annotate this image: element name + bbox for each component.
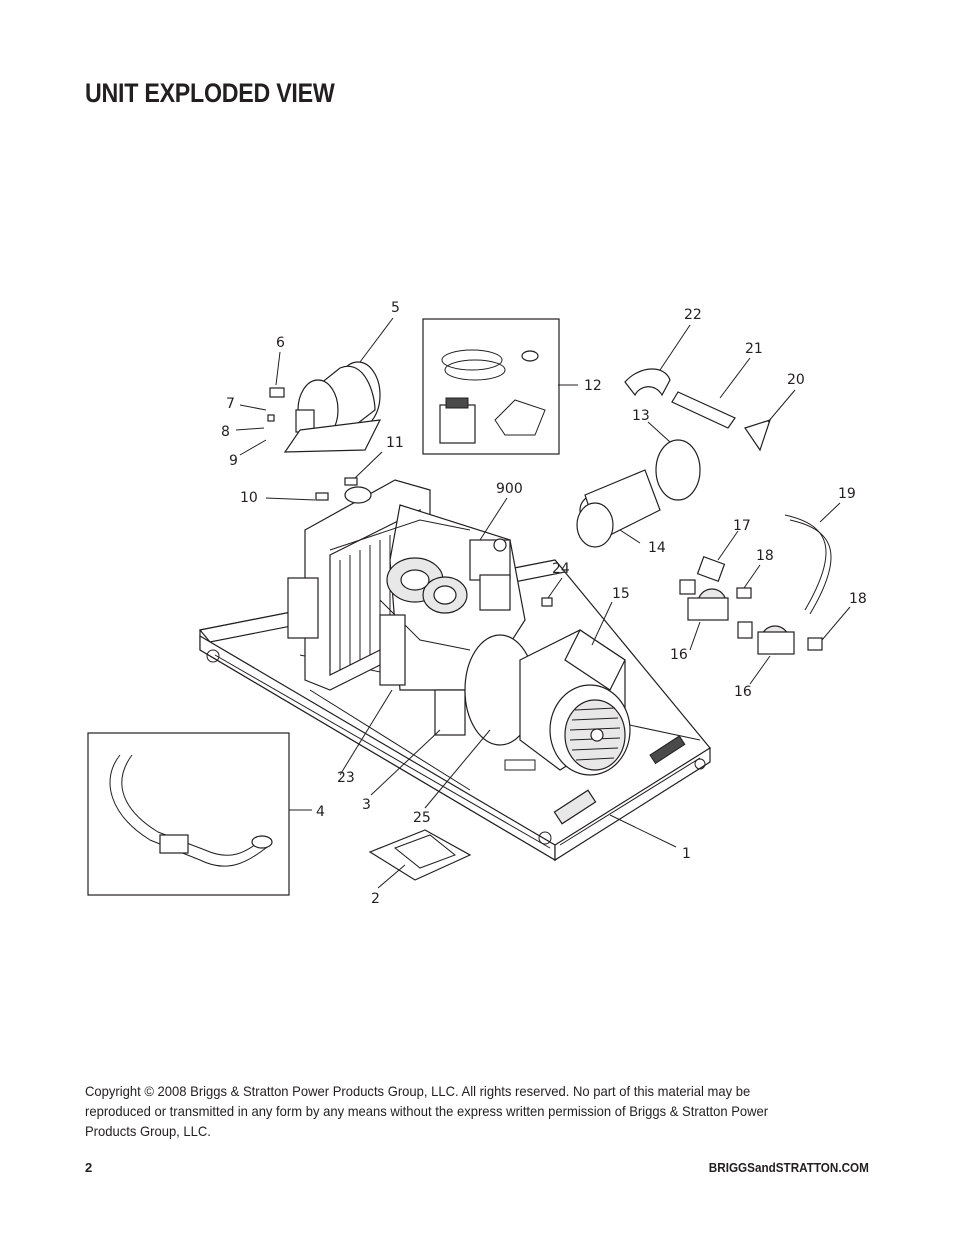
callout-18a: 18 <box>756 548 774 564</box>
kit-box-12 <box>422 318 560 455</box>
callout-9: 9 <box>229 453 238 469</box>
callout-14: 14 <box>648 540 666 556</box>
callout-3: 3 <box>362 797 371 813</box>
callout-21: 21 <box>745 341 763 357</box>
callout-17: 17 <box>733 518 751 534</box>
callout-4: 4 <box>316 804 325 820</box>
fuel-parts <box>679 514 832 655</box>
callout-15: 15 <box>612 586 630 602</box>
callout-20: 20 <box>787 372 805 388</box>
callout-8: 8 <box>221 424 230 440</box>
air-intake-parts <box>576 368 771 548</box>
callout-25: 25 <box>413 810 431 826</box>
website-link[interactable]: BRIGGSandSTRATTON.COM <box>708 1160 869 1175</box>
callout-18b: 18 <box>849 591 867 607</box>
copyright-notice: Copyright © 2008 Briggs & Stratton Power… <box>85 1083 769 1139</box>
callout-16b: 16 <box>734 684 752 700</box>
callout-5: 5 <box>391 300 400 316</box>
callout-22: 22 <box>684 307 702 323</box>
page-number: 2 <box>85 1160 93 1175</box>
page-title: UNIT EXPLODED VIEW <box>85 78 335 108</box>
callout-7: 7 <box>226 396 235 412</box>
callout-13: 13 <box>632 408 650 424</box>
callout-16a: 16 <box>670 647 688 663</box>
callout-labels: 5 6 7 8 9 10 11 12 22 21 20 13 900 19 17… <box>221 300 867 907</box>
callout-1: 1 <box>682 846 691 862</box>
callout-10: 10 <box>240 490 258 506</box>
callout-12: 12 <box>584 378 602 394</box>
callout-900: 900 <box>496 481 523 497</box>
callout-24: 24 <box>552 561 570 577</box>
leader-lines <box>235 317 851 889</box>
callout-11: 11 <box>386 435 404 451</box>
callout-2: 2 <box>371 891 380 907</box>
exhaust-kit-box <box>87 732 290 896</box>
panel-2 <box>368 829 472 881</box>
callout-19: 19 <box>838 486 856 502</box>
callout-23: 23 <box>337 770 355 786</box>
decals <box>267 387 553 607</box>
muffler <box>283 361 382 453</box>
callout-6: 6 <box>276 335 285 351</box>
alternator <box>464 629 631 776</box>
